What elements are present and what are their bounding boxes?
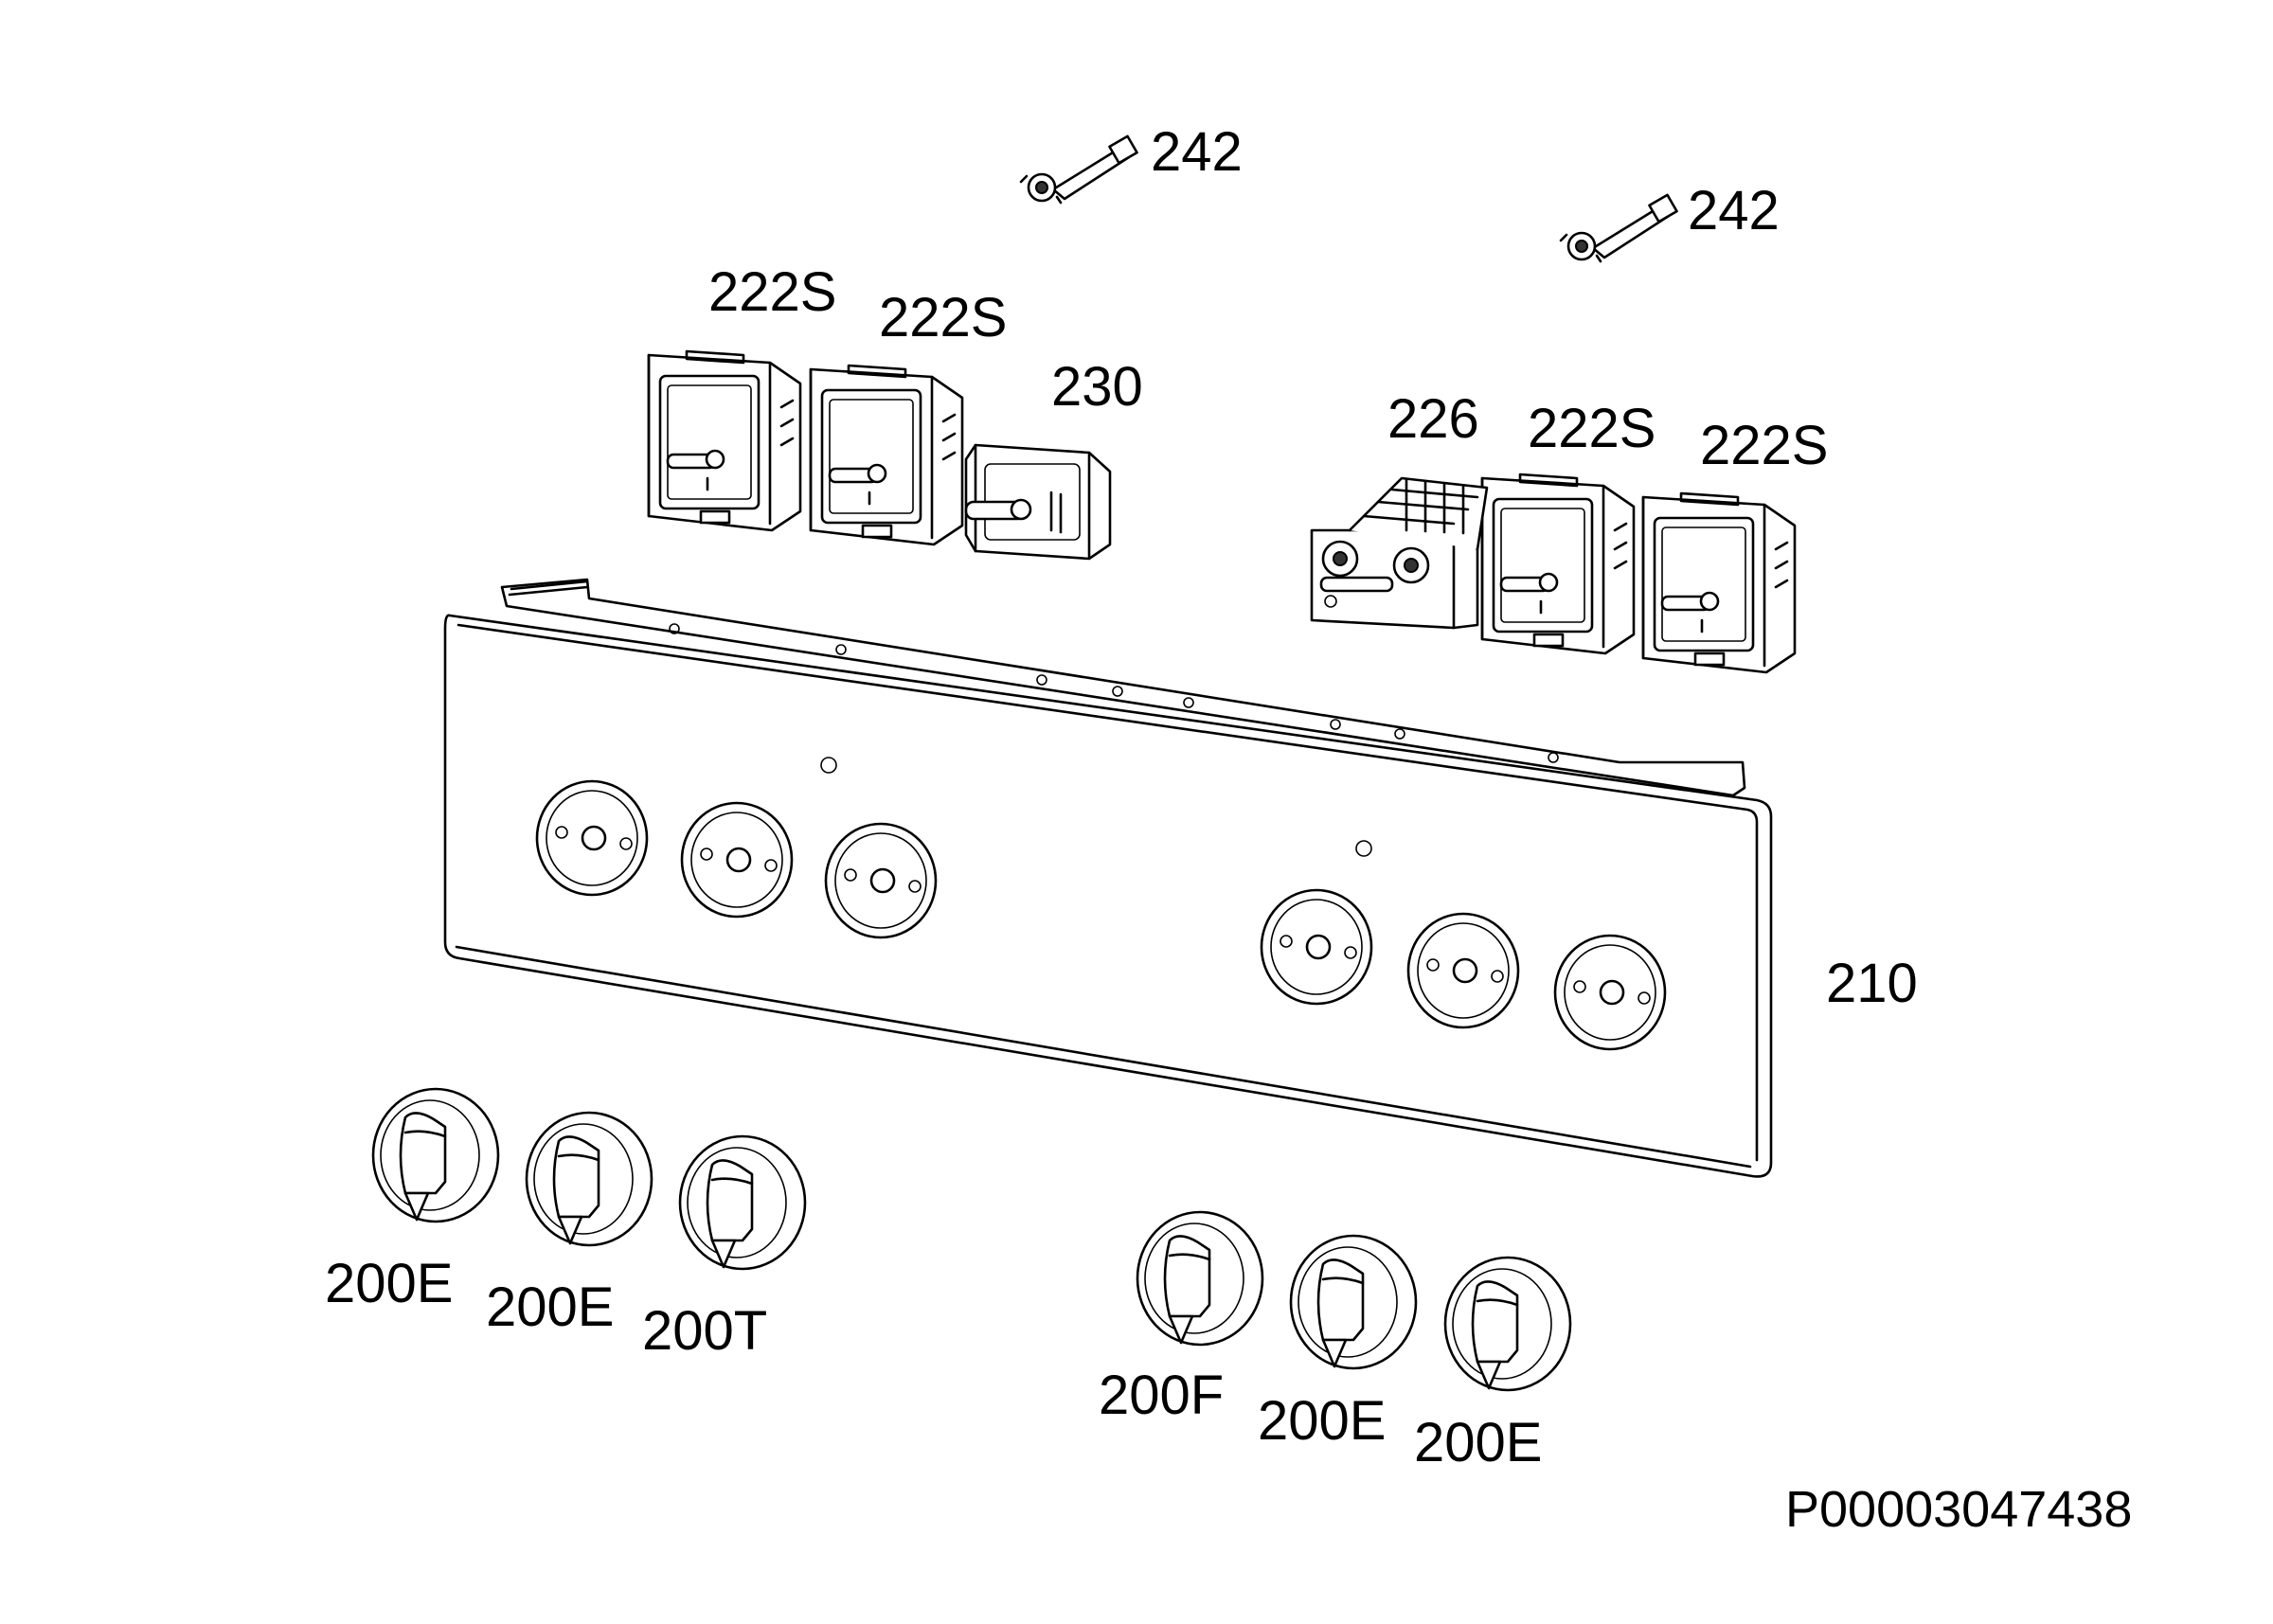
knob-200e-4 <box>1443 1256 1572 1392</box>
knob-200f <box>1136 1210 1264 1347</box>
label-knob-200e-3: 200E <box>1258 1390 1386 1452</box>
knob-200e-1 <box>371 1087 500 1223</box>
switch-222s-2 <box>809 364 964 546</box>
label-knob-200e-4: 200E <box>1414 1412 1542 1473</box>
label-242-right: 242 <box>1688 180 1780 241</box>
label-222s-1: 222S <box>708 261 836 323</box>
label-knob-200f: 200F <box>1099 1365 1224 1426</box>
knob-200e-3 <box>1289 1234 1418 1370</box>
knob-200e-2 <box>525 1111 653 1247</box>
label-210: 210 <box>1826 953 1918 1014</box>
document-id: P00003047438 <box>1785 1481 2132 1538</box>
label-230: 230 <box>1051 356 1143 418</box>
part-210-control-panel <box>443 578 1773 1178</box>
part-242-left <box>1019 134 1138 205</box>
label-222s-4: 222S <box>1700 415 1828 476</box>
label-226: 226 <box>1387 388 1479 450</box>
label-222s-3: 222S <box>1528 398 1656 459</box>
part-226 <box>1310 476 1489 630</box>
panel-knob-holes <box>535 779 1667 1051</box>
knob-200t <box>678 1134 807 1271</box>
label-knob-200t: 200T <box>642 1300 767 1362</box>
label-knob-200e-1: 200E <box>325 1253 453 1314</box>
label-242-left: 242 <box>1151 121 1243 183</box>
part-242-right <box>1559 193 1678 263</box>
part-230 <box>964 443 1112 561</box>
switch-222s-3 <box>1480 473 1636 655</box>
label-knob-200e-2: 200E <box>486 1276 614 1338</box>
switch-222s-1 <box>647 349 802 532</box>
label-222s-2: 222S <box>879 287 1007 348</box>
switch-222s-4 <box>1641 491 1797 674</box>
